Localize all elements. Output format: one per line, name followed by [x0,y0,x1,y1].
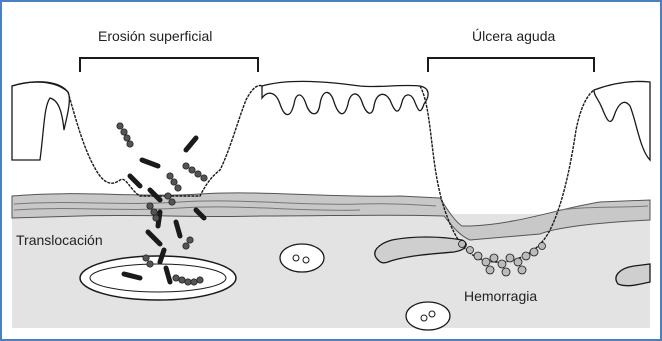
ulcer-label: Úlcera aguda [472,28,555,44]
erosion-label: Erosión superficial [98,28,212,44]
mucosa-surface-middle [262,81,428,114]
ulcer-bracket [428,58,594,72]
hemorrhage-label: Hemorragia [464,288,537,304]
mucosa-surface-right [594,81,650,160]
mucosa-surface-left [12,82,69,160]
erosion-crypt [68,86,262,196]
translocation-label: Translocación [16,232,103,248]
vessel-small-2 [406,302,450,330]
erosion-bracket [80,58,258,72]
vessel-small-1 [280,244,324,272]
